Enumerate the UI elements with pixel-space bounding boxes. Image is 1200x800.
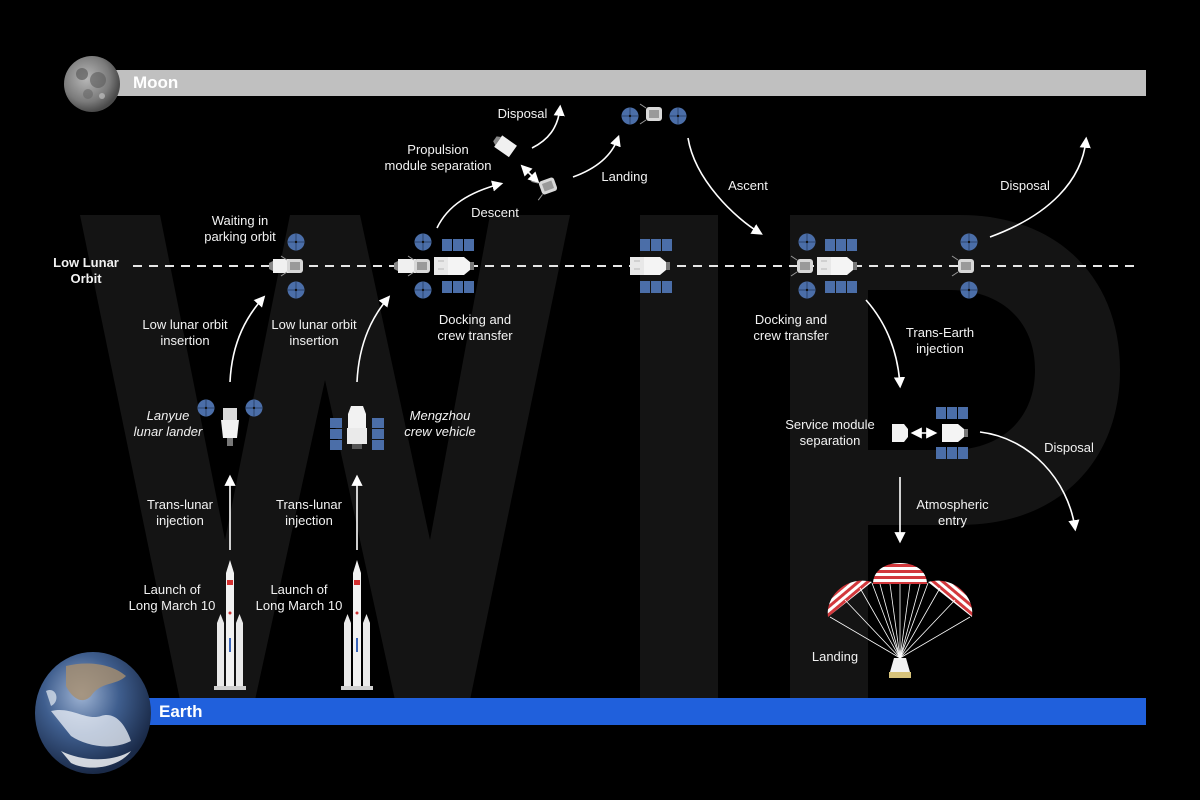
label-landing-moon: Landing bbox=[601, 169, 648, 184]
earth-bar-label: Earth bbox=[159, 702, 203, 721]
watermark-letter-p bbox=[790, 215, 1120, 700]
moon-icon bbox=[64, 56, 120, 112]
watermark-letter-i bbox=[640, 215, 718, 700]
earth-bar bbox=[145, 698, 1146, 725]
moon-bar-label: Moon bbox=[133, 73, 179, 92]
label-ascent: Ascent bbox=[728, 178, 768, 193]
watermark-letter-w bbox=[80, 215, 570, 700]
label-disposal-lander: Disposal bbox=[1000, 178, 1050, 193]
moon-bar bbox=[110, 70, 1146, 96]
earth-icon bbox=[35, 652, 151, 774]
label-descent: Descent bbox=[471, 205, 519, 220]
orbit-label: Low Lunar Orbit bbox=[53, 255, 119, 286]
label-disposal-sm: Disposal bbox=[1044, 440, 1094, 455]
label-landing-earth: Landing bbox=[811, 649, 859, 664]
label-disposal-prop: Disposal bbox=[497, 106, 548, 121]
